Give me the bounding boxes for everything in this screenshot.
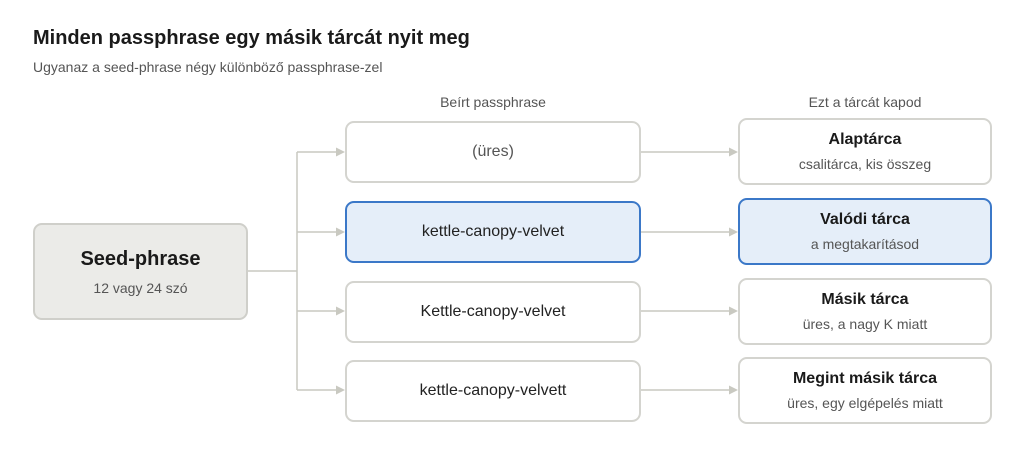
wallet-box-another: Megint másik tárca üres, egy elgépelés m… — [738, 357, 992, 424]
passphrase-text: kettle-canopy-velvett — [419, 382, 567, 399]
passphrase-box-typo: kettle-canopy-velvett — [345, 360, 641, 422]
arrowhead-1 — [336, 147, 345, 157]
seed-phrase-box: Seed-phrase 12 vagy 24 szó — [33, 223, 248, 320]
arrowhead-7 — [729, 306, 738, 316]
passphrase-box-empty: (üres) — [345, 121, 641, 183]
passphrase-box-capitalized: Kettle-canopy-velvet — [345, 281, 641, 343]
column-header-passphrase: Beírt passphrase — [440, 94, 546, 110]
wallet-title: Valódi tárca — [820, 211, 910, 228]
seed-phrase-subtitle: 12 vagy 24 szó — [93, 279, 188, 296]
wallet-title: Megint másik tárca — [792, 370, 938, 387]
arrowhead-4 — [336, 385, 345, 395]
arrowhead-5 — [729, 147, 738, 157]
diagram-title: Minden passphrase egy másik tárcát nyit … — [33, 27, 470, 49]
wallet-box-base: Alaptárca csalitárca, kis összeg — [738, 118, 992, 185]
passphrase-text: kettle-canopy-velvet — [421, 223, 565, 240]
column-header-wallet: Ezt a tárcát kapod — [808, 94, 922, 110]
arrowhead-8 — [729, 385, 738, 395]
wallet-subtitle: üres, egy elgépelés miatt — [787, 395, 943, 411]
wallet-title: Másik tárca — [821, 291, 909, 308]
seed-phrase-title: Seed-phrase — [80, 247, 201, 270]
arrowhead-3 — [336, 306, 345, 316]
arrowhead-6 — [729, 227, 738, 237]
wallet-title: Alaptárca — [828, 131, 902, 148]
diagram-subtitle: Ugyanaz a seed-phrase négy különböző pas… — [33, 59, 383, 75]
wallet-subtitle: a megtakarításod — [810, 236, 920, 252]
passphrase-box-correct: kettle-canopy-velvet — [345, 201, 641, 263]
wallet-box-other: Másik tárca üres, a nagy K miatt — [738, 278, 992, 345]
wallet-box-real: Valódi tárca a megtakarításod — [738, 198, 992, 265]
wallet-subtitle: csalitárca, kis összeg — [798, 156, 932, 172]
passphrase-text: Kettle-canopy-velvet — [420, 303, 566, 320]
passphrase-text: (üres) — [472, 143, 514, 160]
wallet-subtitle: üres, a nagy K miatt — [802, 316, 928, 332]
arrowhead-2 — [336, 227, 345, 237]
